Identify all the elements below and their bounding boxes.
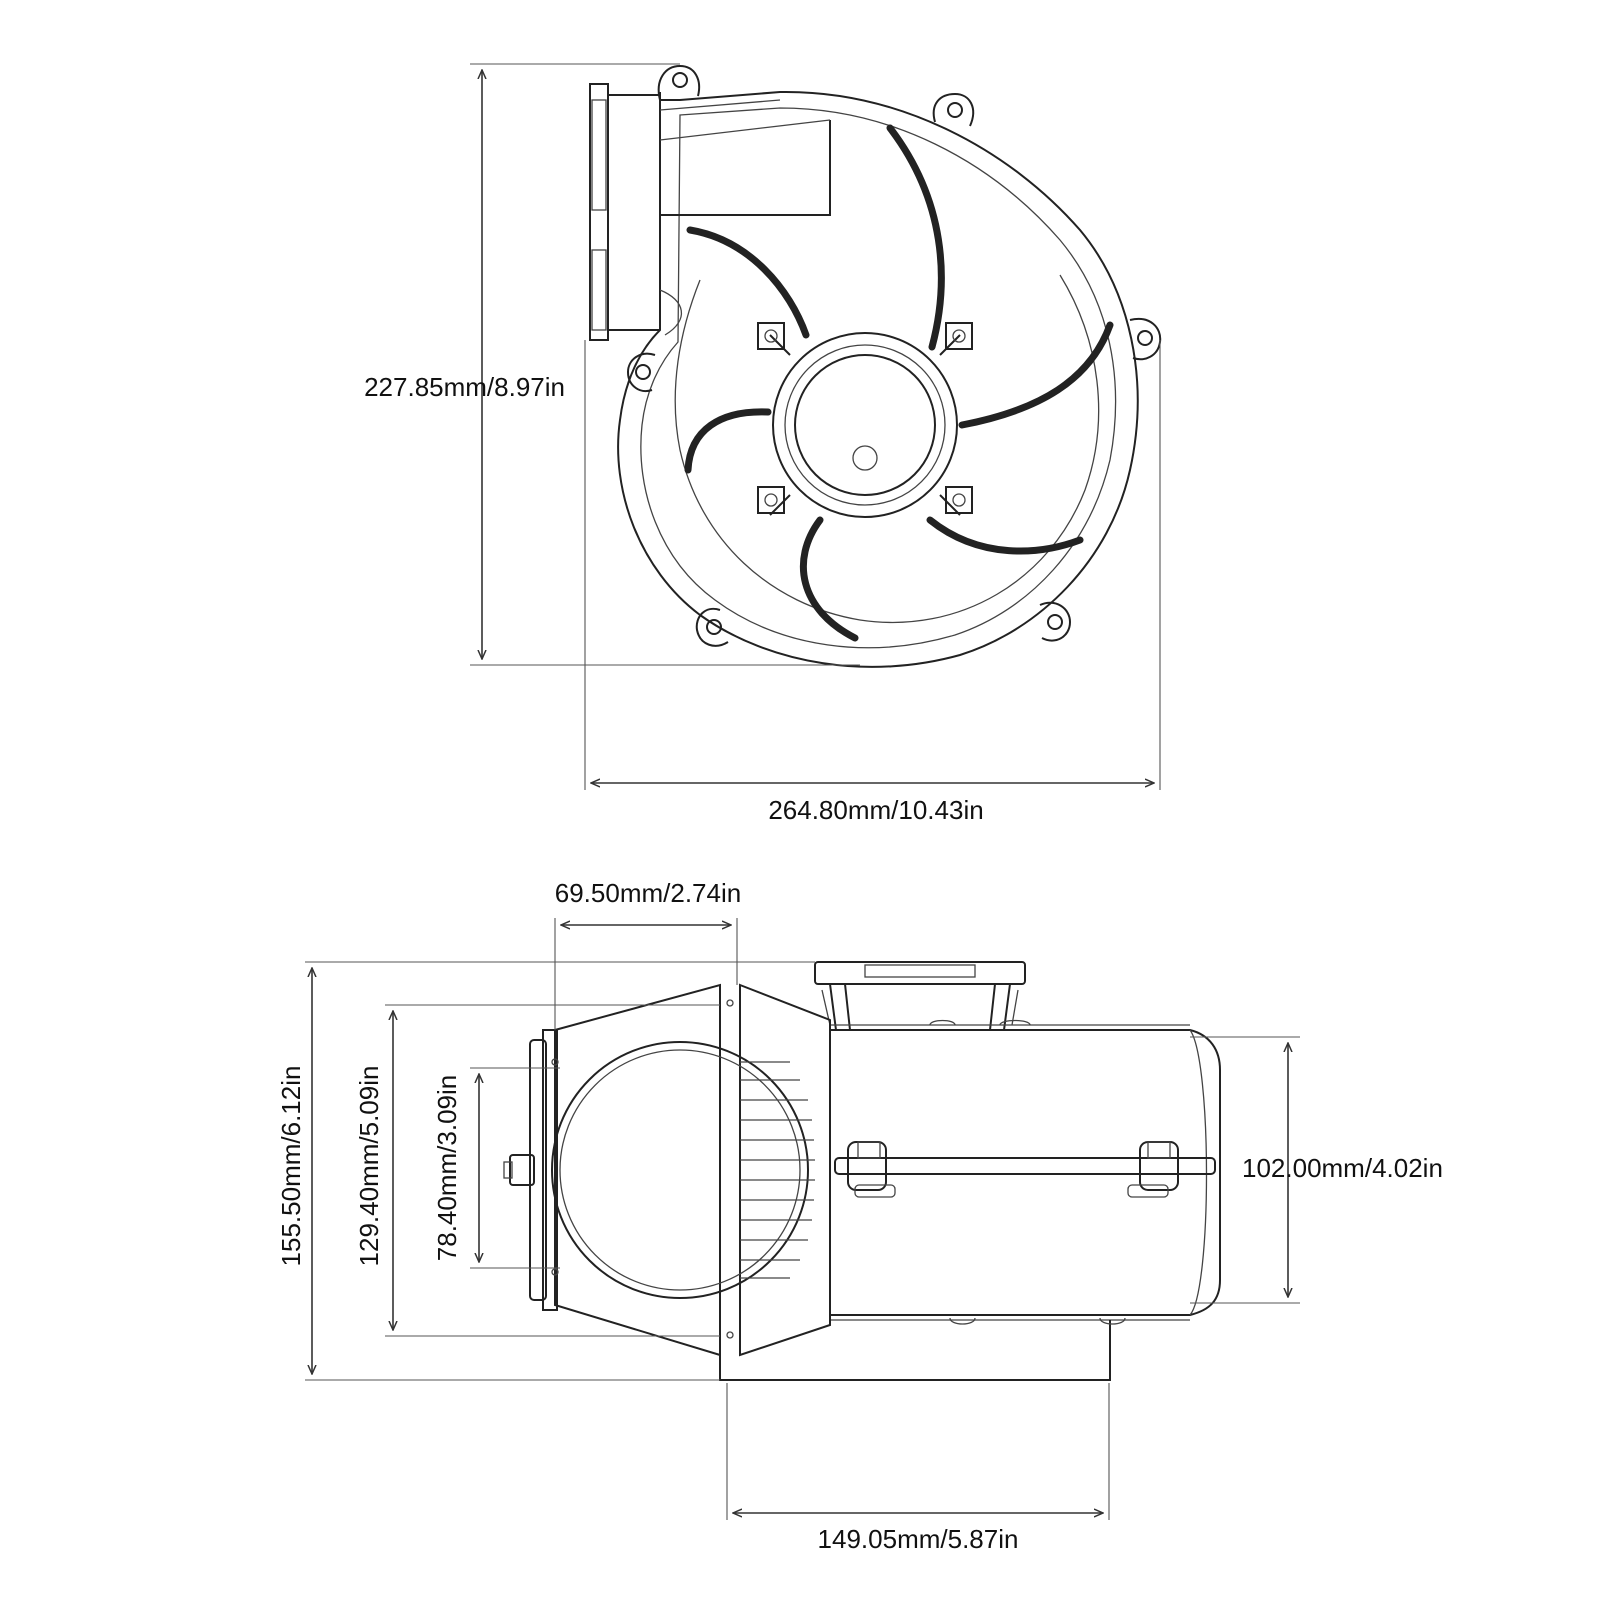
- blade-4: [799, 516, 859, 642]
- blade-3: [926, 516, 1084, 555]
- top-bracket: [814, 961, 1026, 1031]
- blower-side-view: [503, 961, 1221, 1381]
- hub-bolt-tr: [945, 322, 973, 350]
- label-top-height: 227.85mm/8.97in: [364, 372, 565, 402]
- motor-end-cap: [1189, 1029, 1208, 1316]
- dim-total-height: 155.50mm/6.12in: [276, 961, 815, 1381]
- outlet-duct: [659, 92, 831, 330]
- mounting-ear-top-right: [932, 92, 975, 127]
- outlet-duct-curve: [659, 289, 683, 336]
- outlet-flange: [589, 83, 609, 341]
- label-motor-diameter: 102.00mm/4.02in: [1242, 1153, 1443, 1183]
- outlet-flange-slot-lower: [591, 249, 607, 331]
- impeller-blades: [684, 124, 1114, 642]
- inlet-flange-ring: [542, 1029, 558, 1311]
- rod-nut-right: [1139, 1141, 1179, 1191]
- mounting-ear-bottom-right: [1039, 601, 1072, 642]
- label-inlet-width: 69.50mm/2.74in: [555, 878, 741, 908]
- inlet-bolt: [503, 1154, 535, 1186]
- label-inlet-diameter: 78.40mm/3.09in: [432, 1075, 462, 1261]
- dim-length: 149.05mm/5.87in: [726, 1383, 1110, 1554]
- inlet-housing: [503, 983, 831, 1357]
- label-flange-height: 129.40mm/5.09in: [354, 1066, 384, 1267]
- motor-clips: [929, 1019, 1126, 1325]
- inlet-grille: [740, 1061, 815, 1279]
- outlet-flange-slot-upper: [591, 99, 607, 211]
- inlet-opening: [551, 1041, 809, 1299]
- inlet-rim: [529, 1039, 547, 1301]
- dim-inlet-width: 69.50mm/2.74in: [554, 878, 741, 1030]
- hub-bolt-tl: [757, 322, 785, 350]
- blade-5: [684, 408, 772, 474]
- motor-rod: [834, 1141, 1216, 1198]
- dim-top-width: 264.80mm/10.43in: [584, 340, 1161, 825]
- hub-bolt-br: [945, 486, 973, 514]
- hub-shaft-hole: [852, 445, 878, 471]
- dim-inlet-diameter: 78.40mm/3.09in: [432, 1067, 560, 1269]
- mounting-ear-bottom-left: [695, 607, 729, 647]
- dim-top-height: 227.85mm/8.97in: [364, 63, 860, 666]
- blade-6: [686, 226, 810, 339]
- outlet-duct-detail: [659, 99, 831, 141]
- motor-hub: [757, 322, 973, 518]
- blower-front-view: [589, 64, 1162, 668]
- label-total-height: 155.50mm/6.12in: [276, 1066, 306, 1267]
- label-length: 149.05mm/5.87in: [818, 1524, 1019, 1554]
- dim-motor-diameter: 102.00mm/4.02in: [1190, 1036, 1443, 1304]
- label-top-width: 264.80mm/10.43in: [768, 795, 983, 825]
- mounting-ear-top-left: [657, 64, 700, 101]
- scroll-housing-inner: [640, 107, 1117, 649]
- dim-flange-height: 129.40mm/5.09in: [354, 1004, 720, 1337]
- hub-bolt-bl: [757, 486, 785, 514]
- scroll-housing-outer: [617, 90, 1139, 668]
- blade-2: [958, 321, 1114, 429]
- blade-1: [886, 124, 945, 351]
- bottom-outlet: [719, 1320, 1111, 1381]
- motor-body: [829, 1029, 1221, 1316]
- scroll-housing-inner2: [674, 274, 1100, 624]
- mounting-ear-left: [626, 352, 656, 392]
